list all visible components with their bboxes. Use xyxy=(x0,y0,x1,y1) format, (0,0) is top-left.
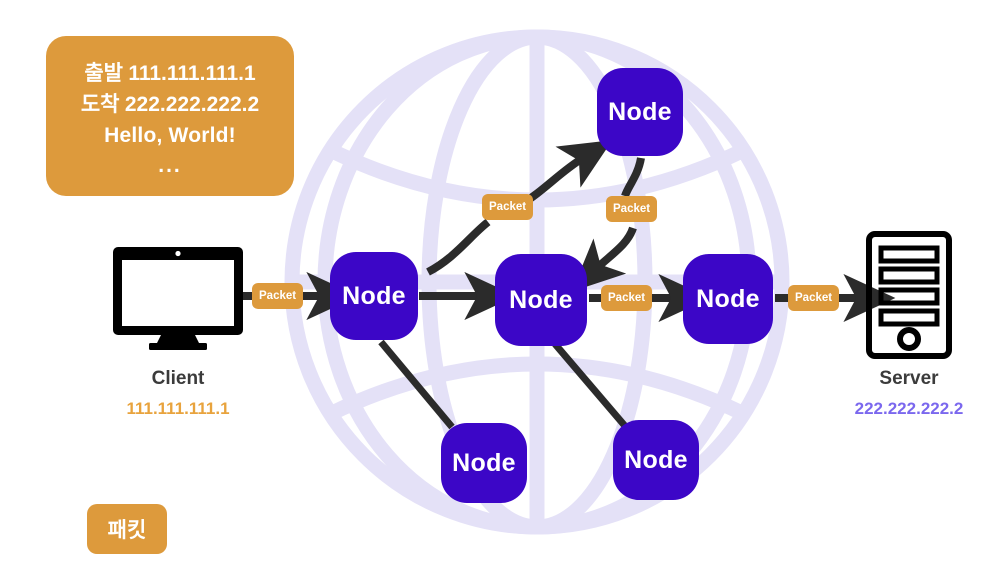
wire-nodetop-to-node2-lower xyxy=(571,226,637,292)
packet-node1-to-nodetop[interactable]: Packet xyxy=(482,194,534,220)
wire-node1-to-nodetop-lower xyxy=(426,218,491,276)
client-ip-label: 111.111.111.1 xyxy=(126,399,230,418)
node-label: Node xyxy=(608,97,672,126)
legend-packet-chip: 패킷 xyxy=(87,504,167,554)
node-3[interactable]: Node xyxy=(683,254,773,344)
globe-latitude-south-icon xyxy=(326,356,748,421)
packet-node3-to-server[interactable]: Packet xyxy=(788,285,840,311)
packet-label: Packet xyxy=(613,203,651,215)
message-source-label: 출발 xyxy=(84,62,123,85)
node-label: Node xyxy=(342,281,406,310)
node-2[interactable]: Node xyxy=(495,254,587,346)
packet-label: Packet xyxy=(259,290,297,302)
node-1[interactable]: Node xyxy=(330,252,418,340)
desktop-monitor-icon xyxy=(113,247,243,350)
client-name-label: Client xyxy=(151,368,205,389)
message-dest-label: 도착 xyxy=(80,93,120,116)
packet-nodetop-to-node2[interactable]: Packet xyxy=(606,196,658,222)
packet-node2-to-node3[interactable]: Packet xyxy=(601,285,653,311)
packet-client-to-node1[interactable]: Packet xyxy=(252,283,304,309)
packet-label: Packet xyxy=(489,201,527,213)
wire-nodetop-to-node2-upper xyxy=(621,157,645,198)
server-name-label: Server xyxy=(879,368,939,389)
wire-node1-to-bottomleft xyxy=(378,339,455,430)
server-ip-label: 222.222.222.2 xyxy=(854,399,964,418)
packet-label: Packet xyxy=(608,292,646,304)
globe-latitude-north-icon xyxy=(326,143,748,208)
message-source-value: 111.111.111.1 xyxy=(128,62,256,85)
server-tower-icon xyxy=(866,231,952,359)
message-payload: Hello, World! xyxy=(104,124,236,147)
node-label: Node xyxy=(509,285,573,314)
wire-node2-to-bottomright xyxy=(552,341,628,429)
message-dest-value: 222.222.222.2 xyxy=(124,93,260,116)
node-top[interactable]: Node xyxy=(597,68,683,156)
node-bottom-right[interactable]: Node xyxy=(613,420,699,500)
node-label: Node xyxy=(452,448,516,477)
node-bottom-left[interactable]: Node xyxy=(441,423,527,503)
node-label: Node xyxy=(696,284,760,313)
packet-label: Packet xyxy=(795,292,833,304)
message-continuation: ... xyxy=(158,154,182,177)
legend-packet-label: 패킷 xyxy=(107,519,147,542)
node-label: Node xyxy=(624,445,688,474)
